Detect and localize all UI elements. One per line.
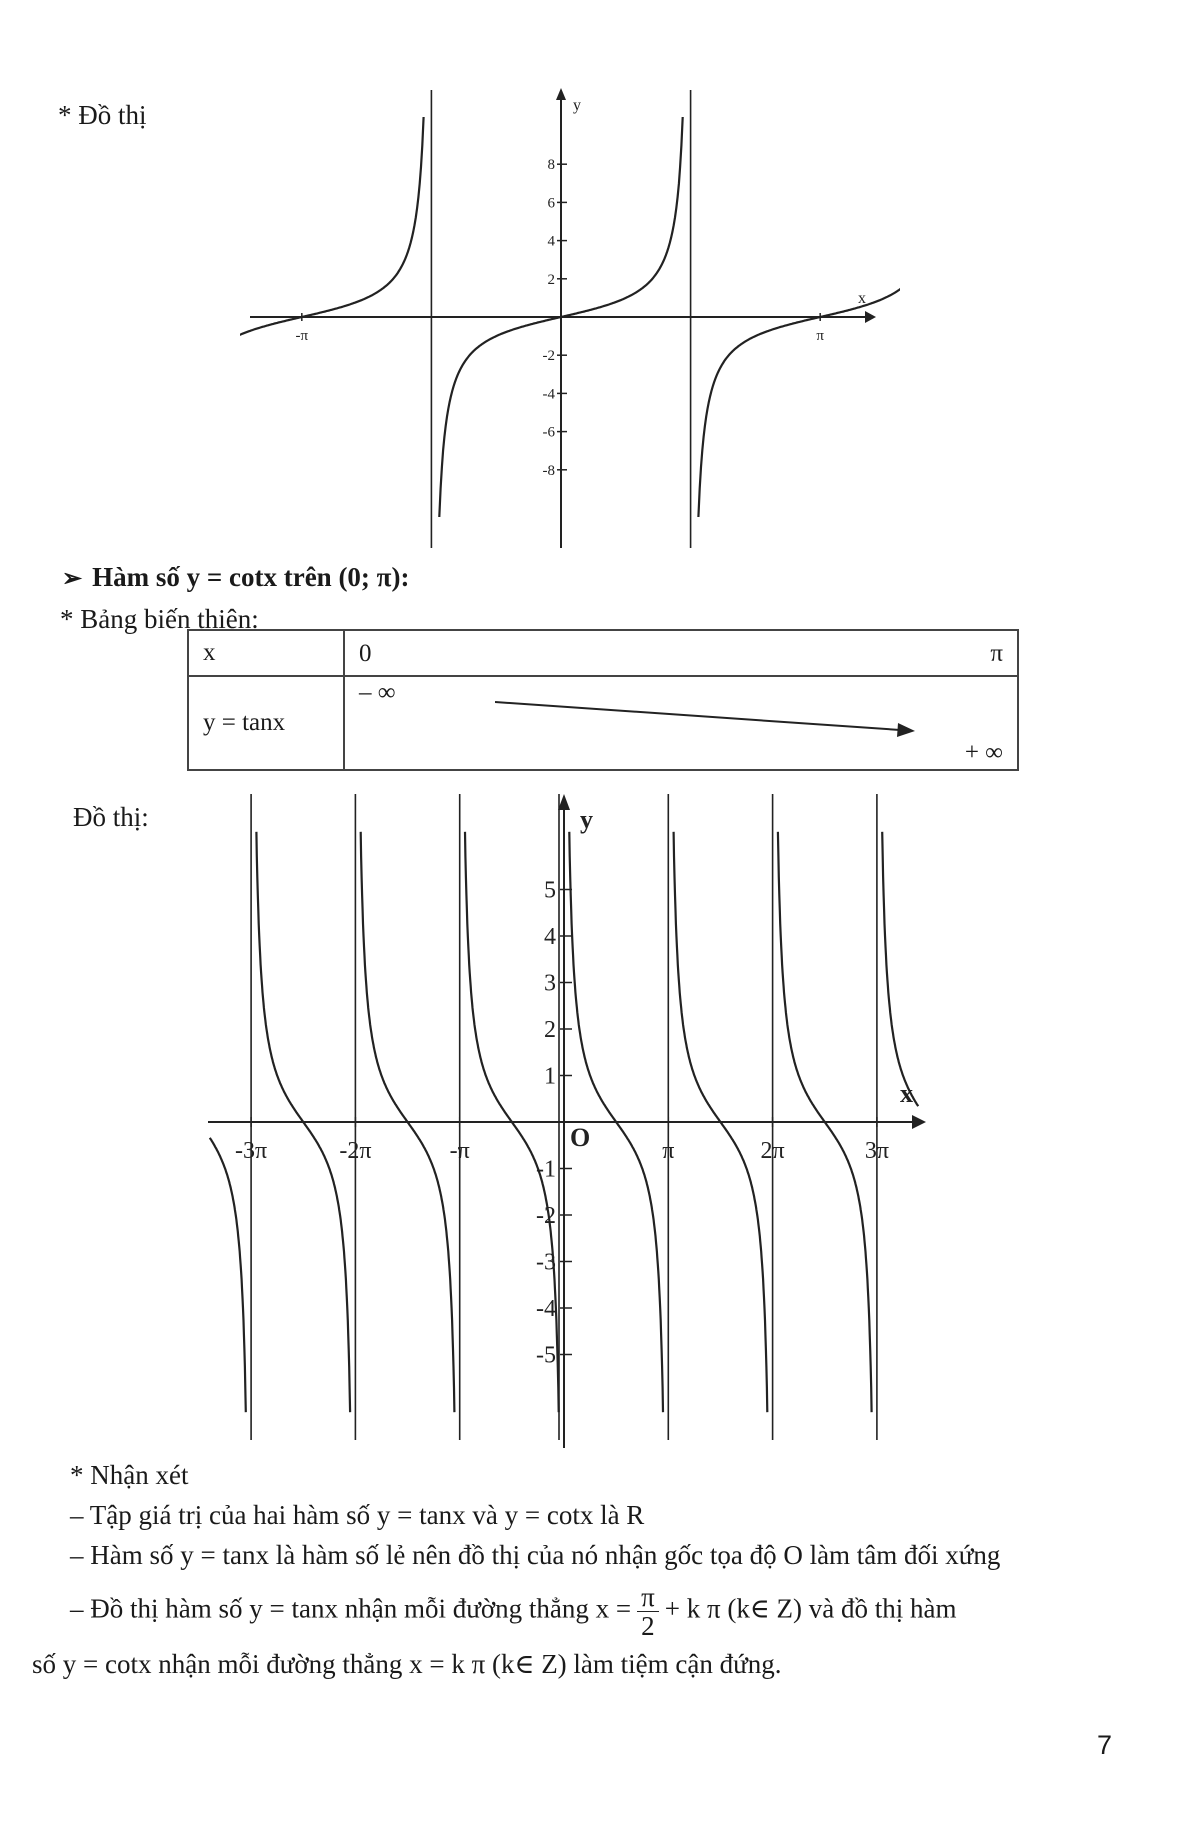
remark-tan-text-before: – Đồ thị hàm số y = tanx nhận mỗi đường … <box>70 1593 632 1624</box>
y-tick-label: -3 <box>536 1250 556 1276</box>
graph1-label: * Đồ thị <box>58 100 147 130</box>
fraction-numerator: π <box>637 1583 659 1612</box>
x-tick-label: π <box>662 1138 674 1164</box>
decrease-arrow-icon <box>495 701 915 737</box>
y-end-value: + ∞ <box>964 739 1003 766</box>
x-axis-label: x <box>900 1079 913 1108</box>
x-tick-label: 3π <box>865 1138 889 1164</box>
fraction-denominator: 2 <box>641 1611 655 1641</box>
x-tick-label: -2π <box>339 1138 371 1164</box>
y-tick-label: 6 <box>548 195 556 211</box>
x-start-value: 0 <box>359 640 372 667</box>
origin-label: O <box>570 1123 590 1152</box>
remark-range: – Tập giá trị của hai hàm số y = tanx và… <box>70 1500 645 1530</box>
x-axis-label: x <box>858 290 866 307</box>
y-tick-label: 1 <box>544 1064 556 1090</box>
y-tick-label: -8 <box>543 463 556 479</box>
y-axis-arrow-icon <box>558 794 570 810</box>
y-tick-label: -2 <box>543 348 556 364</box>
x-axis-arrow-icon <box>865 311 876 323</box>
x-tick-label: π <box>816 328 824 344</box>
remarks: * Nhận xét – Tập giá trị của hai hàm số … <box>32 1455 1001 1684</box>
y-axis-label: y <box>573 97 581 114</box>
x-tick-label: -π <box>296 328 309 344</box>
y-tick-label: 4 <box>548 234 556 250</box>
y-axis-label: y <box>580 805 593 834</box>
y-tick-label: 4 <box>544 924 556 950</box>
x-tick-label: 2π <box>761 1138 785 1164</box>
y-tick-label: -6 <box>543 425 556 441</box>
x-ticks: -3 π-2 π-ππ2 π3 π <box>296 313 824 344</box>
cot-graph: x y O 5 4 3 2 1 -1 -2 -3 -4 -5 -3π -2π -π π 2π 3π <box>208 794 926 1448</box>
y-values-cell: – ∞ + ∞ <box>343 675 1019 771</box>
x-values-cell: 0 π <box>343 629 1019 677</box>
y-tick-label: -4 <box>543 386 556 402</box>
y-tick-label: -2 <box>536 1203 556 1229</box>
y-ticks: 8 6 4 2 -2 -4 -6 -8 <box>543 157 567 479</box>
y-tick-label: 5 <box>544 878 556 904</box>
x-end-value: π <box>990 640 1003 667</box>
y-tick-label: 3 <box>544 971 556 997</box>
x-header: x <box>187 629 345 677</box>
y-tick-label: 2 <box>544 1017 556 1043</box>
graph2-label: Đồ thị: <box>73 802 149 832</box>
y-start-value: – ∞ <box>359 679 396 706</box>
y-tick-label: -5 <box>536 1343 556 1369</box>
page-number: 7 <box>1096 1730 1112 1760</box>
cot-branch <box>208 1137 247 1413</box>
y-ticks: 5 4 3 2 1 -1 -2 -3 -4 -5 <box>536 878 572 1369</box>
variation-table-label: * Bảng biến thiên: <box>60 604 259 634</box>
cot-branch <box>881 831 920 1107</box>
remark-tan-asymptotes: – Đồ thị hàm số y = tanx nhận mỗi đường … <box>70 1583 1000 1640</box>
x-ticks: -3π -2π -π π 2π 3π <box>235 1117 889 1164</box>
y-tick-label: -4 <box>536 1296 556 1322</box>
remarks-title: * Nhận xét <box>70 1460 189 1490</box>
y-tick-label: -1 <box>536 1157 556 1183</box>
x-axis-arrow-icon <box>912 1115 926 1129</box>
remark-tan-text-after: + k π (k∈ Z) và đồ thị hàm <box>664 1593 957 1624</box>
x-tick-label: -3π <box>235 1138 267 1164</box>
variation-table: x 0 π y = tanx – ∞ + ∞ <box>187 629 1019 771</box>
bullet-arrow-icon: ➢ <box>62 566 83 592</box>
y-axis-arrow-icon <box>556 88 566 100</box>
section-title: Hàm số y = cotx trên (0; π): <box>92 562 410 592</box>
y-tick-label: 8 <box>548 157 556 173</box>
x-tick-label: -π <box>450 1138 470 1164</box>
y-header: y = tanx <box>187 675 345 771</box>
remark-cot-asymptotes: số y = cotx nhận mỗi đường thẳng x = k π… <box>32 1649 782 1679</box>
section-heading: ➢ Hàm số y = cotx trên (0; π): <box>62 562 409 593</box>
y-tick-label: 2 <box>548 272 556 288</box>
remark-odd-function: – Hàm số y = tanx là hàm số lẻ nên đồ th… <box>70 1540 1001 1570</box>
tan-asymptotes <box>430 90 692 548</box>
